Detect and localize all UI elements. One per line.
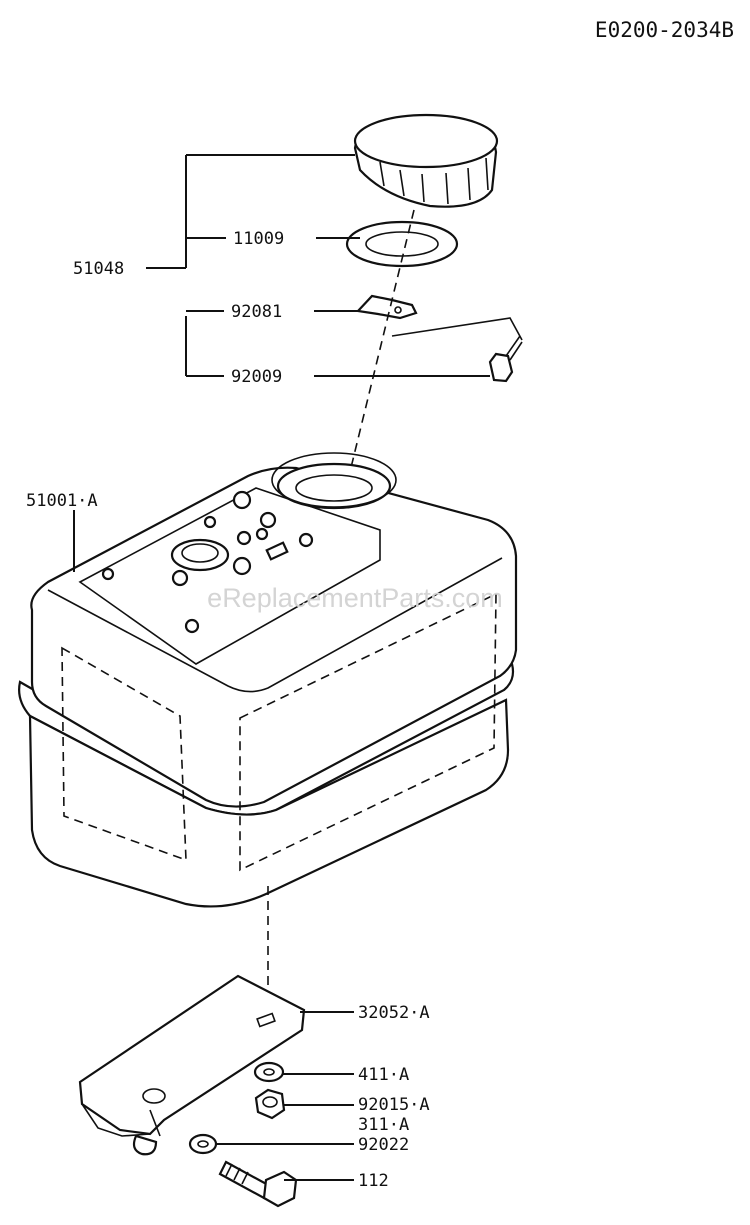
label-11009: 11009 [233,229,284,249]
label-92022: 92022 [358,1135,409,1155]
label-411-a: 411·A [358,1065,409,1085]
diagram-code: E0200-2034B [595,18,734,42]
label-32052-a: 32052·A [358,1003,430,1023]
nut-drawing [254,1088,286,1120]
label-311-a: 311·A [358,1115,409,1135]
washer-small-drawing [253,1061,285,1083]
label-51048: 51048 [73,259,124,279]
bracket-drawing [78,974,306,1156]
fuel-tank-drawing [18,452,518,908]
label-92009: 92009 [231,367,282,387]
label-51001-a: 51001·A [26,491,98,511]
gasket-drawing [345,220,459,268]
label-92081: 92081 [231,302,282,322]
chain-plate-drawing [355,294,523,341]
label-112: 112 [358,1171,389,1191]
screw-drawing [488,335,523,383]
fuel-cap-drawing [353,113,499,208]
label-92015-a: 92015·A [358,1095,430,1115]
bolt-drawing [218,1160,298,1208]
washer-drawing [188,1133,218,1155]
watermark: eReplacementParts.com [207,583,503,613]
